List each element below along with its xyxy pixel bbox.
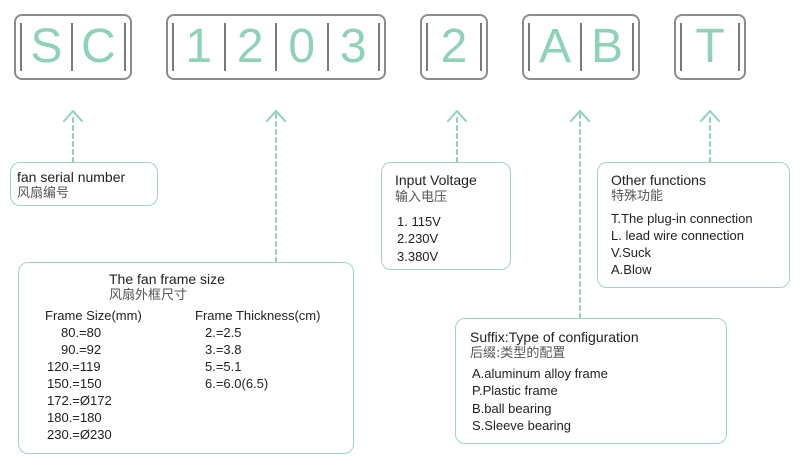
separator (480, 23, 482, 71)
suffix-item: B.ball bearing (472, 401, 552, 416)
separator (223, 23, 226, 71)
code-box-size: 1 2 0 3 (166, 14, 386, 80)
frame-thickness-item: 3.=3.8 (205, 342, 242, 357)
frame-thickness-item: 6.=6.0(6.5) (205, 376, 269, 391)
frame-size-item: 230.=Ø230 (47, 427, 112, 442)
frame-size-header: Frame Size(mm) (45, 308, 142, 323)
frame-title-cn: 风扇外框尺寸 (109, 288, 188, 303)
series-panel: fan serial number 风扇编号 (10, 162, 158, 206)
separator (680, 23, 682, 71)
voltage-panel: Input Voltage 输入电压 1. 115V 2.230V 3.380V (381, 162, 511, 270)
frame-title: The fan frame size (109, 271, 225, 287)
code-char: 2 (236, 20, 264, 73)
code-char: 3 (339, 20, 367, 73)
separator (632, 23, 634, 71)
arrow-suffix-head (570, 110, 590, 122)
code-box-suffix: A B (522, 14, 640, 80)
arrow-function-head (700, 110, 720, 122)
separator (70, 23, 73, 71)
frame-size-item: 172.=Ø172 (47, 393, 112, 408)
voltage-title-cn: 输入电压 (395, 190, 448, 205)
separator (378, 23, 380, 71)
code-char: A (538, 20, 571, 73)
series-title: fan serial number (17, 169, 126, 185)
voltage-item: 2.230V (397, 231, 439, 246)
function-title: Other functions (611, 172, 706, 188)
frame-size-item: 150.=150 (47, 376, 102, 391)
suffix-title: Suffix:Type of configuration (470, 329, 639, 345)
code-box-voltage: 2 (420, 14, 488, 80)
code-char: T (695, 20, 725, 73)
function-title-cn: 特殊功能 (611, 189, 664, 204)
frame-size-item: 90.=92 (61, 342, 102, 357)
arrow-voltage-head (447, 110, 467, 122)
suffix-title-cn: 后缀:类型的配置 (470, 346, 566, 361)
voltage-item: 1. 115V (397, 214, 441, 229)
suffix-panel: Suffix:Type of configuration 后缀:类型的配置 A.… (455, 318, 727, 444)
function-item: T.The plug-in connection (611, 211, 753, 226)
frame-size-item: 120.=119 (47, 359, 101, 374)
code-char: C (81, 20, 116, 73)
code-char: 2 (440, 20, 468, 73)
separator (738, 23, 740, 71)
frame-size-item: 180.=180 (47, 410, 102, 425)
frame-size-item: 80.=80 (61, 325, 102, 340)
voltage-item: 3.380V (397, 249, 439, 264)
code-box-series: S C (14, 14, 132, 80)
separator (172, 23, 174, 71)
code-char: S (30, 20, 63, 73)
series-title-cn: 风扇编号 (17, 186, 70, 201)
function-panel: Other functions 特殊功能 T.The plug-in conne… (597, 162, 790, 288)
separator (580, 23, 582, 71)
code-char: 1 (185, 20, 213, 73)
separator (528, 23, 530, 71)
suffix-item: S.Sleeve bearing (472, 418, 572, 433)
separator (124, 23, 126, 71)
code-char: B (590, 20, 623, 73)
function-item: L. lead wire connection (611, 228, 744, 243)
function-item: V.Suck (611, 245, 651, 260)
arrow-series-head (63, 110, 83, 122)
separator (326, 23, 329, 71)
suffix-item: P.Plastic frame (472, 383, 558, 398)
arrow-size-head (266, 110, 286, 122)
function-item: A.Blow (611, 262, 652, 277)
code-box-function: T (674, 14, 746, 80)
separator (20, 23, 22, 71)
voltage-title: Input Voltage (395, 172, 477, 188)
frame-thickness-item: 2.=2.5 (205, 325, 242, 340)
frame-panel: The fan frame size 风扇外框尺寸 Frame Size(mm)… (18, 262, 354, 454)
separator (275, 23, 277, 71)
frame-thickness-item: 5.=5.1 (205, 359, 242, 374)
code-char: 0 (288, 20, 316, 73)
suffix-item: A.aluminum alloy frame (472, 366, 608, 381)
separator (426, 23, 428, 71)
frame-thickness-header: Frame Thickness(cm) (195, 308, 321, 323)
